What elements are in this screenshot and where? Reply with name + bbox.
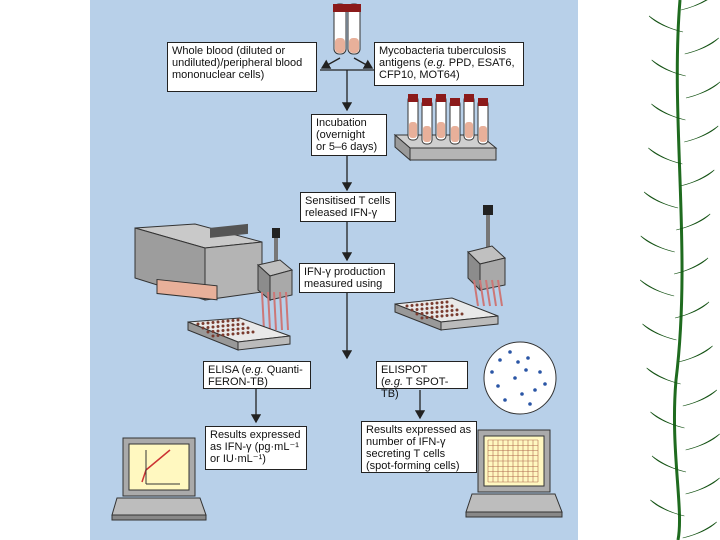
elispot-rest: T SPOT-TB) — [381, 376, 449, 400]
vine-decoration — [640, 0, 720, 540]
antigens-line2: PPD, ESAT6, — [445, 57, 515, 69]
elispot-line1: ELISPOT — [381, 364, 428, 376]
antigens-eg: e.g. — [427, 57, 446, 69]
results-elispot-box: Results expressed as number of IFN-γ sec… — [361, 421, 477, 473]
computer-monitor-icon — [477, 429, 551, 493]
production-box: IFN-γ production measured using — [299, 263, 395, 293]
antigens-line3: CFP10, MOT64) — [379, 69, 460, 81]
blood-tube-icon — [347, 3, 361, 55]
elisa-eg: e.g. — [245, 364, 264, 376]
multichannel-pipette-icon — [467, 205, 507, 307]
multichannel-pipette-icon — [256, 228, 294, 331]
microplate-icon — [394, 297, 499, 331]
tube-rack-icon — [393, 94, 498, 162]
incubation-box: Incubation (overnight or 5–6 days) — [311, 114, 387, 156]
elispot-eg: e.g. — [384, 376, 404, 388]
keyboard-icon — [465, 493, 563, 518]
elisa-rest: Quanti- FERON-TB) — [208, 364, 303, 388]
keyboard-icon — [111, 497, 207, 521]
elisa-start: ELISA ( — [208, 364, 246, 376]
elisa-box: ELISA (e.g. Quanti- FERON-TB) — [203, 361, 311, 389]
computer-monitor-icon — [122, 437, 196, 497]
spot-well-icon — [483, 341, 557, 415]
flow-arrows — [250, 57, 426, 424]
blood-tube-icon — [333, 3, 347, 55]
antigens-open: antigens ( — [379, 57, 428, 69]
whole-blood-box: Whole blood (diluted or undiluted)/perip… — [167, 42, 317, 92]
elispot-open: ( — [381, 376, 385, 388]
antigens-line1: Mycobacteria tuberculosis — [379, 45, 507, 57]
elisa-reader-icon — [134, 223, 263, 301]
microplate-icon — [187, 317, 291, 351]
sensitised-box: Sensitised T cells released IFN-γ — [300, 192, 396, 222]
elispot-box: ELISPOT(e.g. T SPOT-TB) — [376, 361, 468, 400]
results-elisa-box: Results expressed as IFN-γ (pg·mL⁻¹ or I… — [205, 426, 307, 470]
